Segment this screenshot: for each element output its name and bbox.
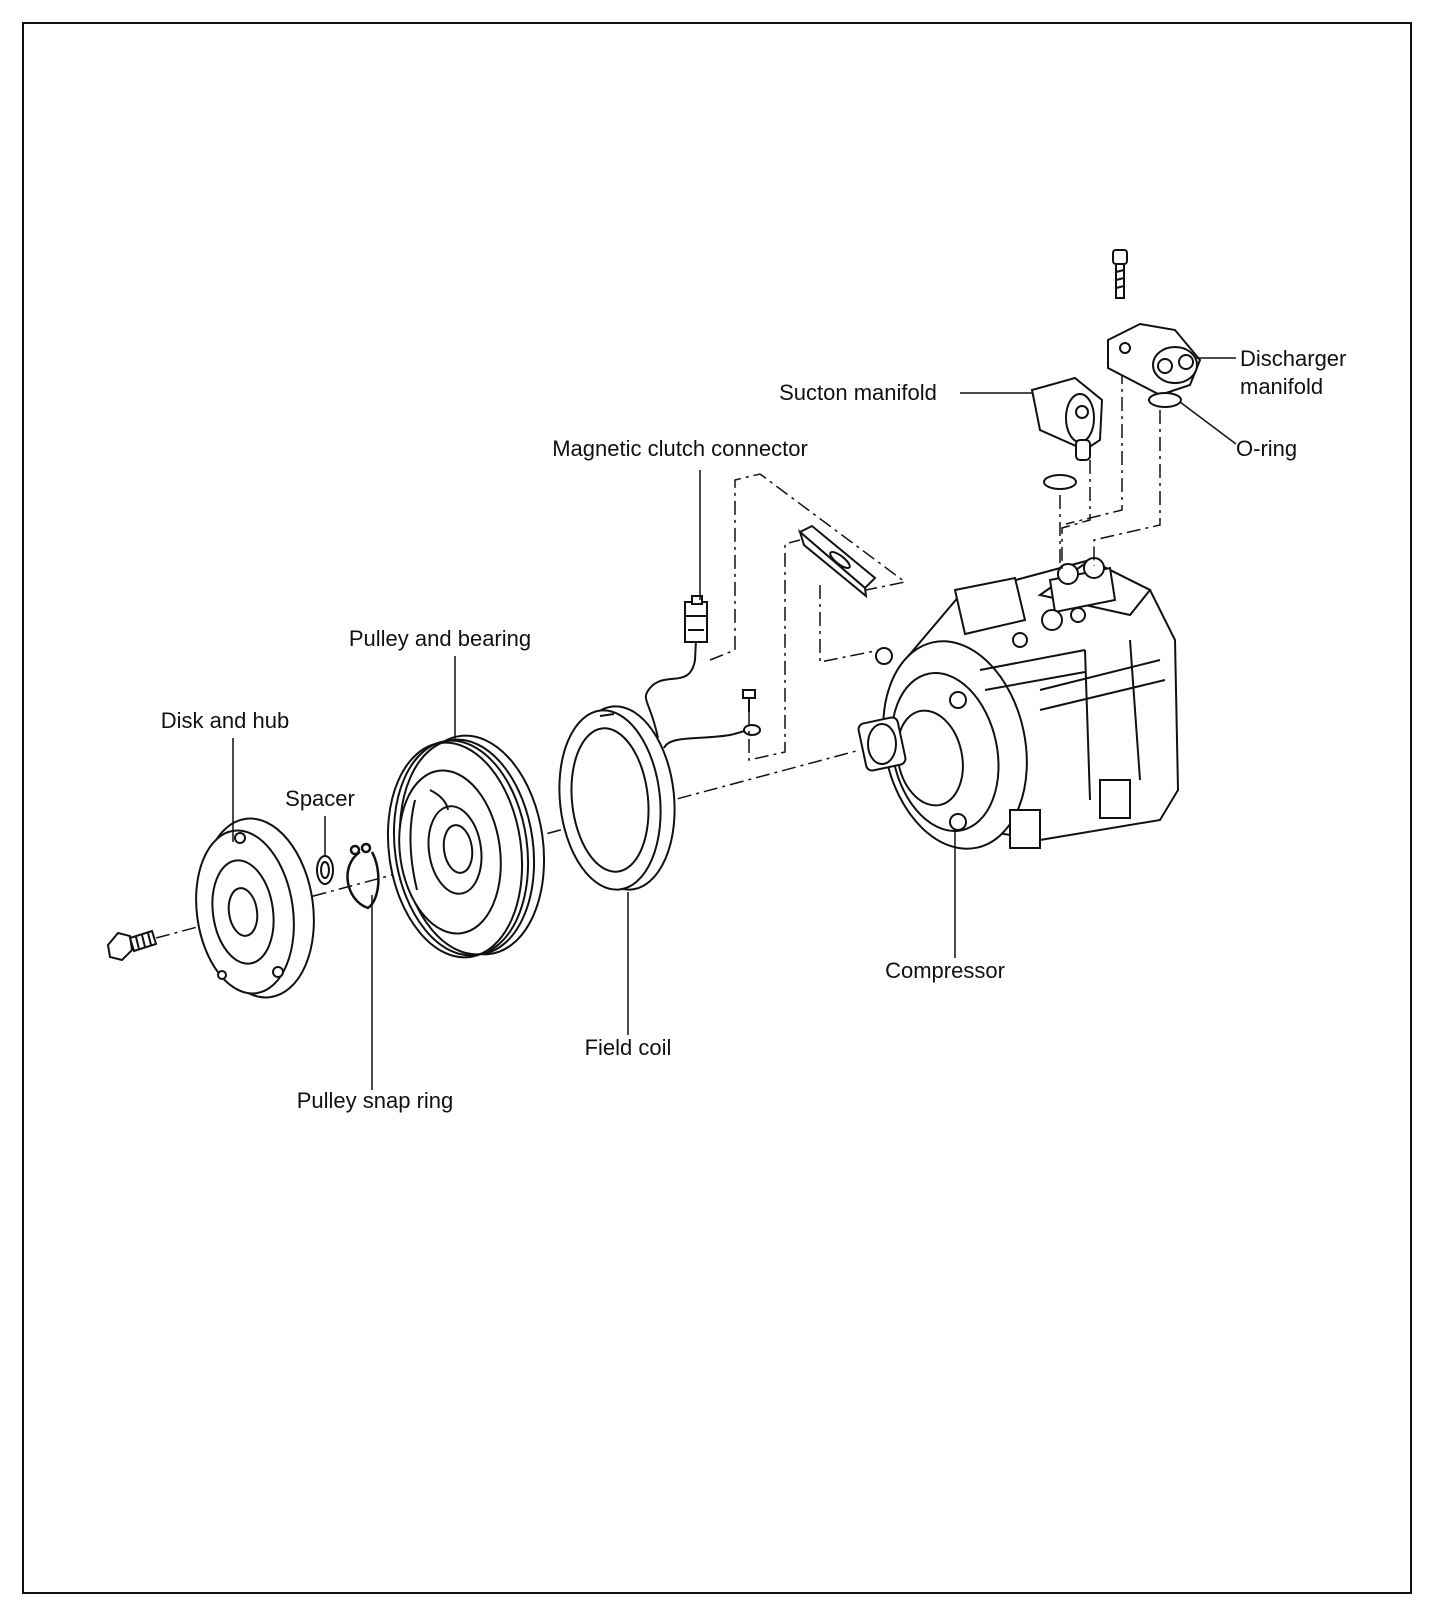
label-compressor: Compressor	[885, 958, 1005, 983]
spacer	[316, 855, 334, 885]
ground-screw	[742, 689, 756, 712]
label-spacer: Spacer	[285, 786, 355, 811]
label-o-ring: O-ring	[1236, 436, 1297, 461]
bracket-guide-lines	[709, 473, 907, 761]
center-axis	[129, 749, 861, 946]
label-field-coil: Field coil	[585, 1035, 672, 1060]
hub-bolt	[106, 929, 158, 962]
compressor	[857, 557, 1180, 850]
label-discharger-manifold-line1: Discharger	[1240, 346, 1346, 371]
pulley-snap-ring	[346, 842, 380, 910]
connector-harness	[644, 595, 761, 749]
label-disk-and-hub: Disk and hub	[161, 708, 289, 733]
label-pulley-snap-ring: Pulley snap ring	[297, 1088, 454, 1113]
manifold-bolt	[1112, 249, 1128, 299]
disk-and-hub	[195, 817, 315, 999]
pulley-and-bearing	[386, 734, 546, 959]
discharge-manifold	[1107, 322, 1202, 408]
label-magnetic-clutch-connector: Magnetic clutch connector	[552, 436, 808, 461]
label-pulley-and-bearing: Pulley and bearing	[349, 626, 531, 651]
label-sucton-manifold: Sucton manifold	[779, 380, 937, 405]
leader-lines	[232, 357, 1237, 1090]
manifold-guide-lines	[1059, 370, 1161, 570]
suction-manifold	[1030, 376, 1104, 490]
diagram-frame	[22, 22, 1412, 1594]
label-discharger-manifold-line2: manifold	[1240, 374, 1323, 399]
mounting-bracket	[798, 524, 877, 599]
field-coil	[558, 705, 676, 891]
